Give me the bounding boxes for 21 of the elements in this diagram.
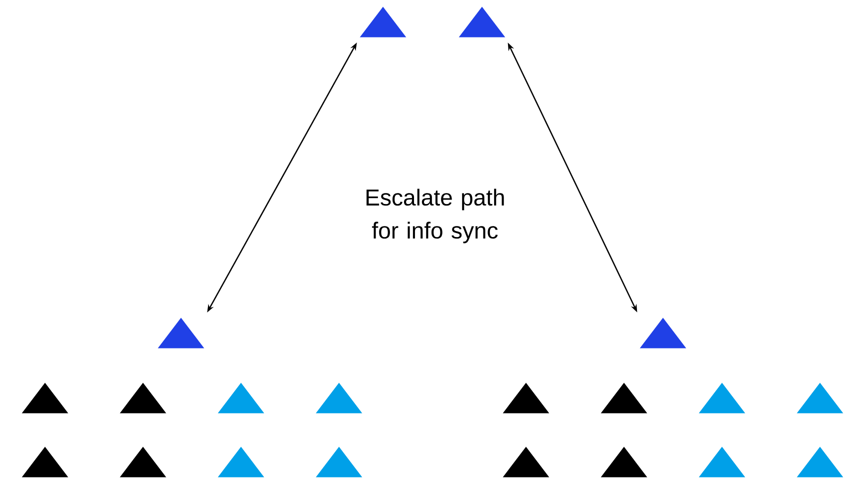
- triangle-icon: [316, 446, 362, 478]
- triangle-icon: [796, 446, 844, 478]
- triangle-icon: [120, 446, 166, 478]
- triangle-icon: [218, 382, 264, 414]
- triangle-icon: [698, 446, 746, 478]
- triangle-icon: [120, 382, 166, 414]
- triangle-icon: [458, 6, 506, 38]
- triangle-icon: [316, 382, 362, 414]
- triangle-icon: [796, 382, 844, 414]
- triangle-icon: [600, 446, 648, 478]
- triangle-icon: [502, 382, 550, 414]
- triangle-icon: [502, 446, 550, 478]
- triangle-icon: [600, 382, 648, 414]
- triangle-icon: [158, 318, 204, 348]
- triangle-icon: [218, 446, 264, 478]
- triangle-icon: [22, 446, 68, 478]
- triangle-icon: [360, 6, 406, 38]
- center-text: Escalate path for info sync: [366, 188, 504, 244]
- triangle-icon: [640, 318, 686, 348]
- triangle-icon: [698, 382, 746, 414]
- triangle-icon: [22, 382, 68, 414]
